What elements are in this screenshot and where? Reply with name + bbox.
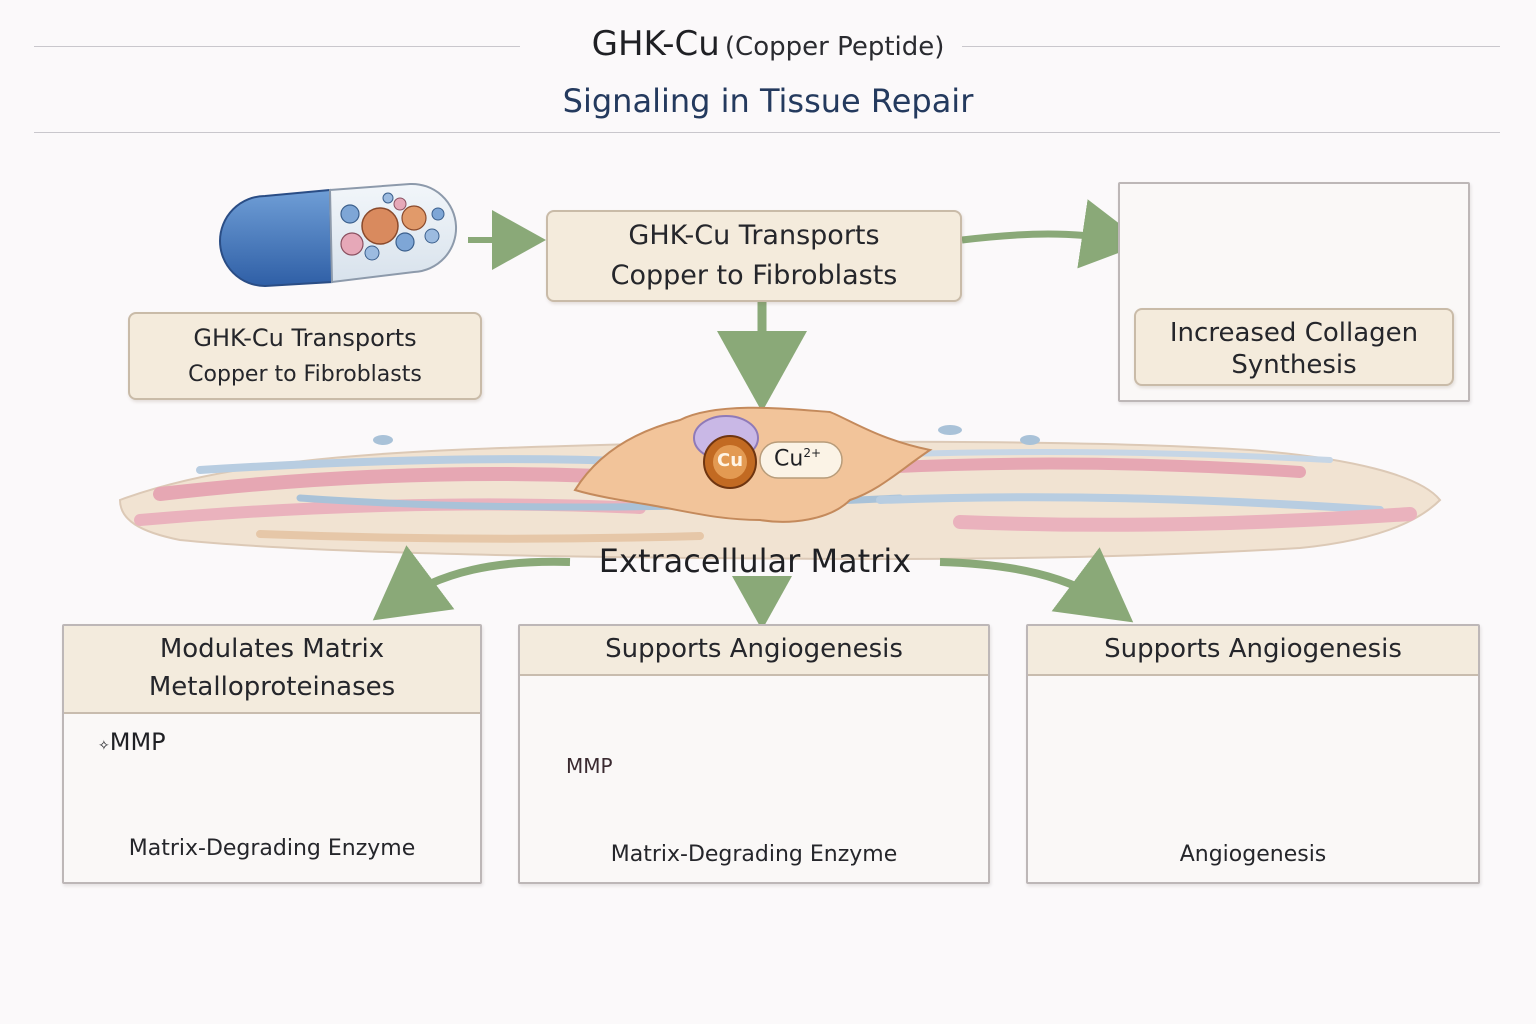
collagen-label-line2: Synthesis	[1231, 350, 1357, 380]
mmp-enzyme-label: MMP	[566, 754, 613, 778]
panel-angiogenesis-enzyme: Supports Angiogenesis MMP Matrix-Degradi…	[518, 624, 990, 884]
capsule-caption-box: GHK-Cu Transports Copper to Fibroblasts	[128, 312, 482, 400]
center-box-line1: GHK-Cu Transports	[628, 220, 880, 251]
fibroblast-cell	[573, 406, 933, 523]
center-box-line2: Copper to Fibroblasts	[610, 260, 898, 291]
arrow-matrix-to-right	[939, 547, 1134, 623]
copper-ion-symbol: Cu	[774, 446, 804, 472]
panel-mmp-caption: Matrix-Degrading Enzyme	[128, 836, 416, 861]
panel-right-title: Supports Angiogenesis	[1104, 634, 1402, 664]
copper-ion-label: Cu2+	[774, 446, 821, 471]
page-subtitle: Signaling in Tissue Repair	[562, 82, 974, 120]
panel-right-caption: Angiogenesis	[1179, 842, 1327, 867]
header-rule-bottom	[34, 132, 1500, 133]
panel-middle-title: Supports Angiogenesis	[605, 634, 903, 664]
arrow-matrix-to-left	[372, 545, 571, 621]
collagen-panel: Increased Collagen Synthesis	[1118, 182, 1470, 402]
panel-middle-header: Supports Angiogenesis	[520, 626, 988, 676]
header-rule-right	[962, 46, 1500, 47]
page-title: GHK-Cu (Copper Peptide)	[0, 24, 1536, 64]
header-rule-left	[34, 46, 520, 47]
panel-middle-caption: Matrix-Degrading Enzyme	[610, 842, 898, 867]
panel-mmp-title-line1: Modulates Matrix	[159, 634, 385, 664]
collagen-label-line1: Increased Collagen	[1169, 318, 1419, 348]
capsule-caption-line1: GHK-Cu Transports	[193, 324, 417, 352]
center-transport-box: GHK-Cu Transports Copper to Fibroblasts	[546, 210, 962, 302]
panel-mmp-tag: ✧MMP	[98, 728, 166, 756]
cell-core-label: Cu	[716, 450, 744, 471]
collagen-label-box: Increased Collagen Synthesis	[1134, 308, 1454, 386]
copper-ion-charge: 2+	[803, 446, 822, 460]
sparkle-icon: ✧	[98, 738, 110, 754]
panel-mmp-modulation-header: Modulates Matrix Metalloproteinases	[64, 626, 480, 714]
title-paren: (Copper Peptide)	[724, 32, 945, 62]
capsule-icon	[219, 182, 457, 288]
capsule-caption-line2: Copper to Fibroblasts	[188, 362, 422, 387]
panel-angiogenesis: Supports Angiogenesis Angiogenesis	[1026, 624, 1480, 884]
panel-mmp-title-line2: Metalloproteinases	[148, 672, 396, 702]
panel-mmp-tag-text: MMP	[109, 728, 166, 756]
panel-right-header: Supports Angiogenesis	[1028, 626, 1478, 676]
arrow-center-to-collagen	[961, 199, 1145, 269]
extracellular-matrix-label: Extracellular Matrix	[598, 542, 912, 580]
title-main: GHK-Cu	[591, 24, 720, 64]
panel-mmp-modulation: Modulates Matrix Metalloproteinases ✧MMP…	[62, 624, 482, 884]
